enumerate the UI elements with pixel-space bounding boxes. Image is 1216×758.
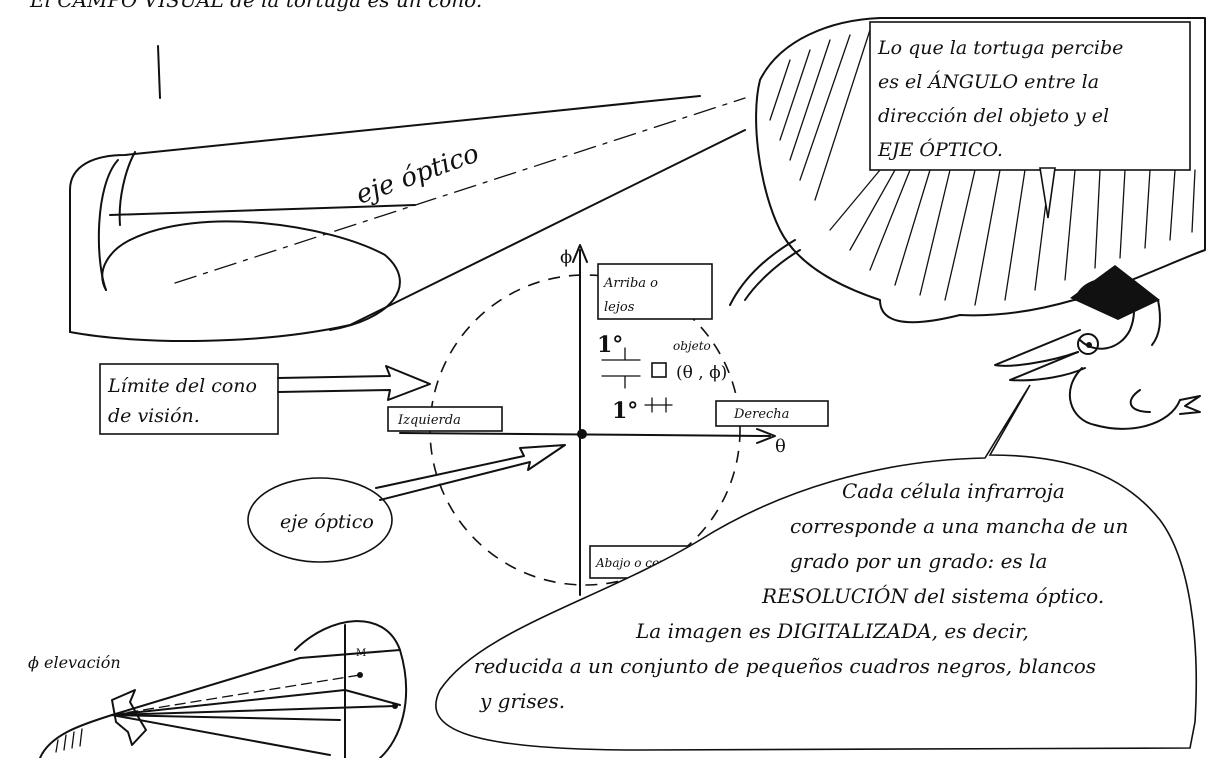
svg-text:Lo que la tortuga percibe: Lo que la tortuga percibe xyxy=(877,37,1123,59)
point-m-label: M xyxy=(356,648,366,659)
axis-bubble-arrow xyxy=(375,444,566,501)
cone-limit-line-1: Límite del cono xyxy=(107,375,257,397)
cone-limit-box xyxy=(99,363,279,435)
speech-bubble-bottom-text: Cada célula infrarroja corresponde a una… xyxy=(474,479,1128,713)
coordinate-diagram xyxy=(399,244,776,596)
elevation-sketch xyxy=(39,620,408,758)
object-coordinates: (θ , ϕ) xyxy=(676,363,727,383)
cone-limit-arrow xyxy=(277,365,431,401)
axis-bubble-text: eje óptico xyxy=(280,511,374,533)
elevation-double-arrow xyxy=(111,689,147,746)
svg-text:y grises.: y grises. xyxy=(479,689,565,713)
up-label-box xyxy=(597,263,713,320)
right-label-box xyxy=(715,400,829,427)
svg-text:EJE ÓPTICO.: EJE ÓPTICO. xyxy=(877,138,1003,161)
svg-text:es el ÁNGULO entre la: es el ÁNGULO entre la xyxy=(878,70,1099,93)
up-label-line-1: Arriba o xyxy=(603,276,658,291)
left-label-box xyxy=(387,406,503,432)
degree-mark-vertical: 1° xyxy=(597,332,623,358)
speech-box-top xyxy=(869,21,1191,171)
theta-axis-label: θ xyxy=(775,436,786,457)
object-label: objeto xyxy=(673,339,711,353)
phi-axis-arrowhead xyxy=(572,244,588,263)
up-label-line-2: lejos xyxy=(604,300,635,315)
speech-box-top-tail xyxy=(1039,167,1056,219)
phi-axis-label: ϕ xyxy=(560,247,572,268)
turtle-head-cone-drawing xyxy=(69,45,746,342)
speech-bubble-bottom xyxy=(435,384,1197,751)
svg-text:dirección del objeto y el: dirección del objeto y el xyxy=(878,105,1109,127)
svg-text:Cada célula infrarroja: Cada célula infrarroja xyxy=(842,479,1065,503)
left-label: Izquierda xyxy=(397,413,461,428)
theta-axis-arrowhead xyxy=(756,428,776,444)
professor-bird xyxy=(994,265,1201,430)
speech-box-top-text: Lo que la tortuga percibe es el ÁNGULO e… xyxy=(877,37,1123,161)
optical-axis-label-turtle: eje óptico xyxy=(352,138,483,210)
svg-text:RESOLUCIÓN del sistema óptico.: RESOLUCIÓN del sistema óptico. xyxy=(761,583,1104,608)
cone-limit-line-2: de visión. xyxy=(108,405,200,427)
elevation-label: ϕ elevación xyxy=(28,653,121,672)
right-label: Derecha xyxy=(733,407,789,422)
axis-bubble xyxy=(247,477,393,563)
object-square xyxy=(651,362,667,378)
header-caption: El CAMPO VISUAL de la tortuga es un cono… xyxy=(29,0,482,12)
svg-text:La imagen es DIGITALIZADA, es: La imagen es DIGITALIZADA, es decir, xyxy=(635,619,1029,643)
origin-point xyxy=(577,429,587,439)
svg-text:reducida a un conjunto de pequ: reducida a un conjunto de pequeños cuadr… xyxy=(474,654,1096,678)
svg-text:grado por un grado: es la: grado por un grado: es la xyxy=(790,549,1047,573)
degree-mark-horizontal: 1° xyxy=(612,398,638,424)
svg-text:corresponde a una mancha de un: corresponde a una mancha de un xyxy=(790,514,1128,538)
